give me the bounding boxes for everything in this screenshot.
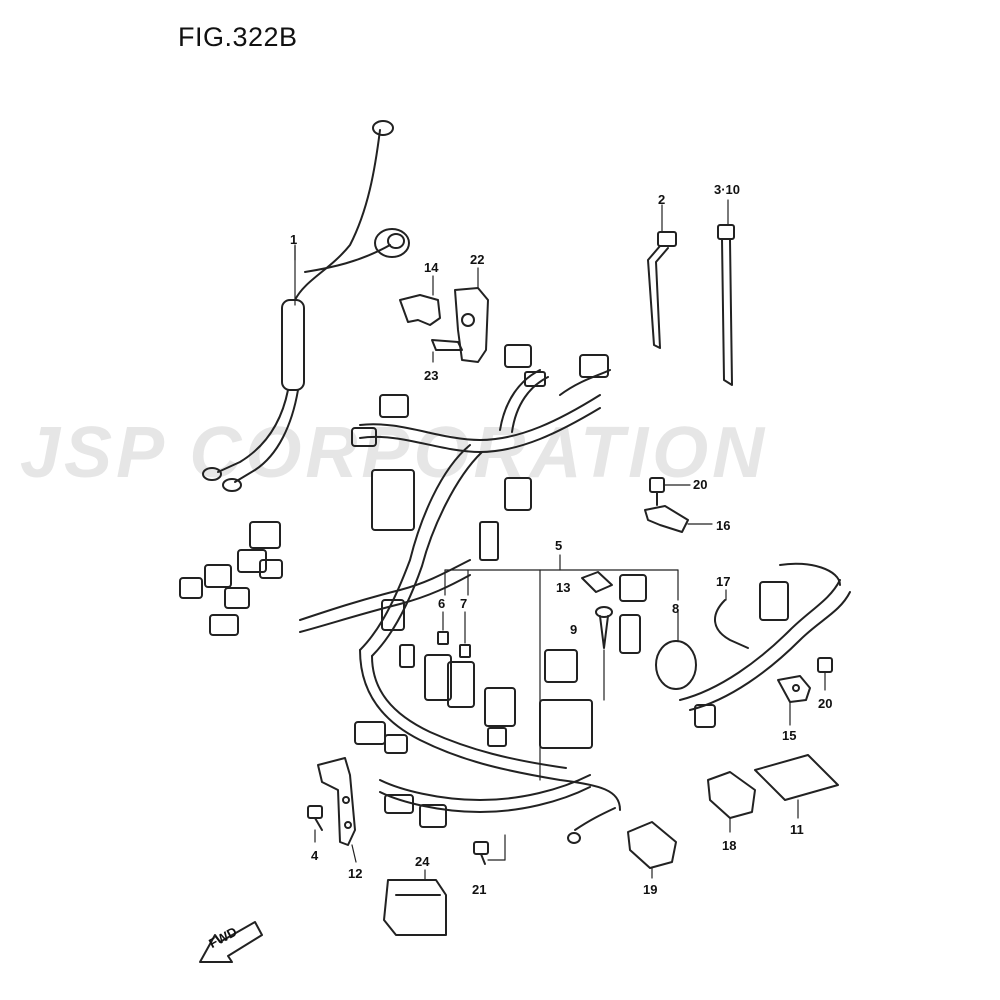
callout-15: 15 [782, 728, 797, 743]
relay-and-cover [581, 571, 647, 602]
clip-17 [714, 589, 749, 649]
bracket-15 [777, 657, 833, 726]
callout-17: 17 [716, 574, 731, 589]
callout-22: 22 [470, 252, 485, 267]
grommet-9 [595, 606, 613, 701]
callout-6: 6 [438, 596, 446, 611]
bolt-4 [307, 805, 323, 843]
callout-16: 16 [716, 518, 731, 533]
clamp-19 [627, 821, 677, 879]
figure-title: FIG.322B [178, 22, 298, 52]
callout-9: 9 [570, 622, 578, 637]
callout-8: 8 [672, 601, 680, 616]
bolt-and-clamp-16-20 [644, 477, 713, 533]
bracket-12 [317, 757, 357, 863]
cable-tie-3-10 [717, 199, 735, 386]
leader-lines-5 [444, 554, 679, 781]
callout-11: 11 [790, 822, 804, 837]
callout-23: 23 [424, 368, 439, 383]
fuses [437, 611, 471, 658]
sheet-11 [754, 754, 839, 819]
callout-12: 12 [348, 866, 363, 881]
callout-4: 4 [311, 848, 319, 863]
clamp-18 [707, 771, 756, 833]
callout-19: 19 [643, 882, 658, 897]
callout-13: 13 [556, 580, 571, 595]
callout-21: 21 [472, 882, 487, 897]
callout-2: 2 [658, 192, 666, 207]
cover-24 [383, 869, 447, 936]
callout-3-10: 3·10 [714, 182, 741, 197]
connectors [179, 344, 789, 844]
callout-20-top: 20 [693, 477, 708, 492]
bracket-assembly [399, 287, 489, 363]
main-wiring-harness [299, 369, 851, 813]
cable-tie-2 [647, 204, 677, 349]
callout-1: 1 [290, 232, 298, 247]
bolt-21 [473, 834, 506, 865]
sensor-8 [619, 611, 697, 690]
callout-20-right: 20 [818, 696, 833, 711]
callout-18: 18 [722, 838, 737, 853]
callout-14: 14 [424, 260, 439, 275]
callout-24: 24 [415, 854, 430, 869]
fwd-arrow-icon [199, 921, 263, 963]
battery-cable [202, 120, 410, 492]
callout-5: 5 [555, 538, 563, 553]
callout-7: 7 [460, 596, 468, 611]
